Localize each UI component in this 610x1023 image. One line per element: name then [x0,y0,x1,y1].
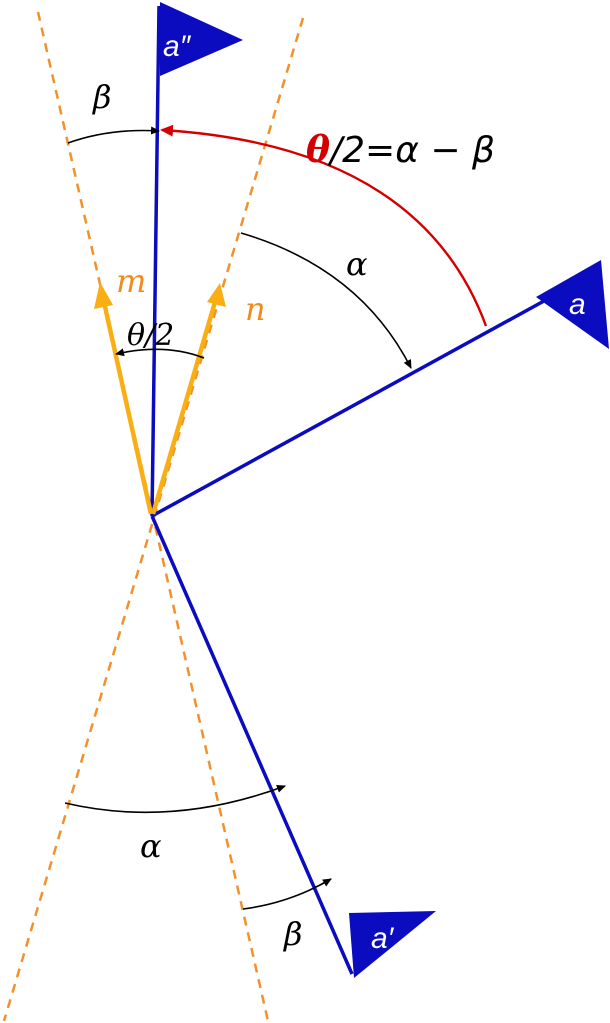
flag-label-a-double-prime: a″ [163,30,192,63]
label-beta-top: β [92,78,112,116]
flag-label-a-prime: a′ [371,922,395,955]
label-alpha-upper: α [346,245,368,283]
vector-label-n: n [245,290,266,328]
equation-rest: /2=α − β [327,130,495,171]
arc-half-theta [115,348,205,359]
flag-a-double-prime [160,2,243,76]
arc-beta-lower [242,878,332,910]
arc-alpha-lower [64,785,286,814]
flag-a-prime [349,911,436,978]
arc-alpha-upper [240,232,412,369]
flag-pole-a-double-prime [150,5,161,517]
label-beta-lower: β [283,915,303,953]
arc-equation [160,124,488,327]
flag-a [536,260,609,349]
flag-pole-a [151,277,585,518]
equation-text: θ/2=α − β [306,129,495,171]
flag-pole-a-prime [150,515,354,975]
arc-beta-top [67,126,160,144]
vector-n [150,283,226,515]
vector-m [94,282,154,515]
flag-label-a: a [569,288,586,321]
equation-theta: θ [306,129,330,171]
label-alpha-lower: α [140,827,162,865]
label-half-theta: θ/2 [127,318,174,353]
mirror-line-n [2,17,305,1022]
vector-label-m: m [116,262,146,300]
